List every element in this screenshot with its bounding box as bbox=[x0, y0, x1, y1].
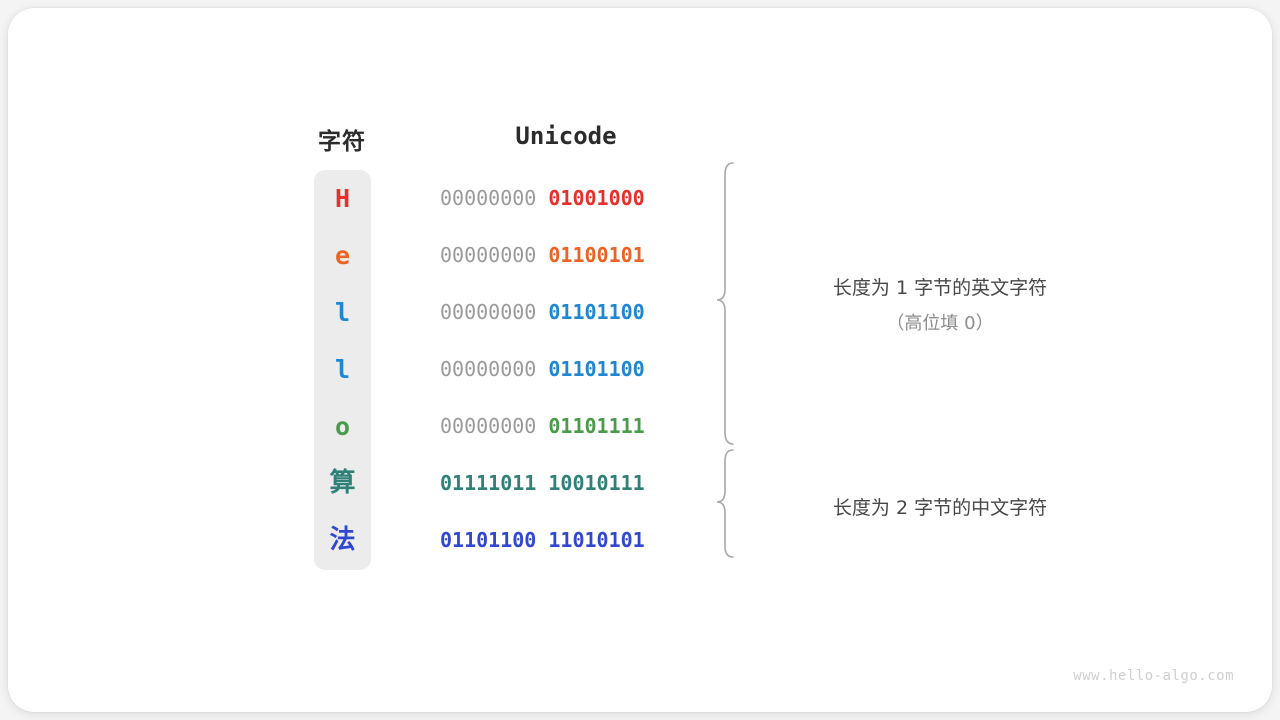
group-annotation-line1: 长度为 1 字节的英文字符 bbox=[832, 277, 1048, 299]
unicode-row: 00000000 01101100 bbox=[440, 284, 692, 341]
unicode-row: 00000000 01101111 bbox=[440, 398, 692, 455]
character-cell: e bbox=[334, 241, 351, 270]
unicode-row: 01101100 11010101 bbox=[440, 512, 692, 569]
unicode-low-byte: 01101111 bbox=[548, 414, 645, 438]
column-header-unicode: Unicode bbox=[515, 122, 617, 150]
unicode-high-byte: 01111011 bbox=[440, 471, 537, 495]
brace-english bbox=[716, 162, 734, 445]
group-annotation: 长度为 2 字节的中文字符 bbox=[780, 490, 1100, 526]
unicode-low-byte: 01001000 bbox=[548, 186, 645, 210]
unicode-low-byte: 11010101 bbox=[548, 528, 645, 552]
unicode-row: 01111011 10010111 bbox=[440, 455, 692, 512]
group-annotation-line1: 长度为 2 字节的中文字符 bbox=[832, 497, 1048, 519]
unicode-low-byte: 01100101 bbox=[548, 243, 645, 267]
byte-separator bbox=[536, 471, 548, 495]
unicode-high-byte: 01101100 bbox=[440, 528, 537, 552]
unicode-high-byte: 00000000 bbox=[440, 186, 537, 210]
unicode-row: 00000000 01100101 bbox=[440, 227, 692, 284]
unicode-high-byte: 00000000 bbox=[440, 300, 537, 324]
byte-separator bbox=[536, 528, 548, 552]
group-annotation: 长度为 1 字节的英文字符 （高位填 0） bbox=[780, 270, 1100, 342]
byte-separator bbox=[536, 243, 548, 267]
byte-separator bbox=[536, 300, 548, 324]
character-cell: 法 bbox=[329, 525, 356, 555]
character-cell: l bbox=[334, 355, 351, 384]
byte-separator bbox=[536, 414, 548, 438]
unicode-row: 00000000 01101100 bbox=[440, 341, 692, 398]
unicode-low-byte: 01101100 bbox=[548, 300, 645, 324]
column-header-character: 字符 bbox=[318, 128, 366, 154]
byte-separator bbox=[536, 357, 548, 381]
unicode-high-byte: 00000000 bbox=[440, 414, 537, 438]
character-cell: l bbox=[334, 298, 351, 327]
unicode-high-byte: 00000000 bbox=[440, 357, 537, 381]
byte-separator bbox=[536, 186, 548, 210]
group-annotation-line2: （高位填 0） bbox=[886, 313, 994, 334]
brace-chinese bbox=[716, 449, 734, 558]
character-cell: H bbox=[334, 184, 351, 213]
character-cell: 算 bbox=[329, 468, 356, 498]
character-cell: o bbox=[334, 412, 351, 441]
unicode-row: 00000000 01001000 bbox=[440, 170, 692, 227]
watermark: www.hello-algo.com bbox=[1073, 668, 1234, 684]
unicode-high-byte: 00000000 bbox=[440, 243, 537, 267]
unicode-low-byte: 01101100 bbox=[548, 357, 645, 381]
unicode-low-byte: 10010111 bbox=[548, 471, 645, 495]
